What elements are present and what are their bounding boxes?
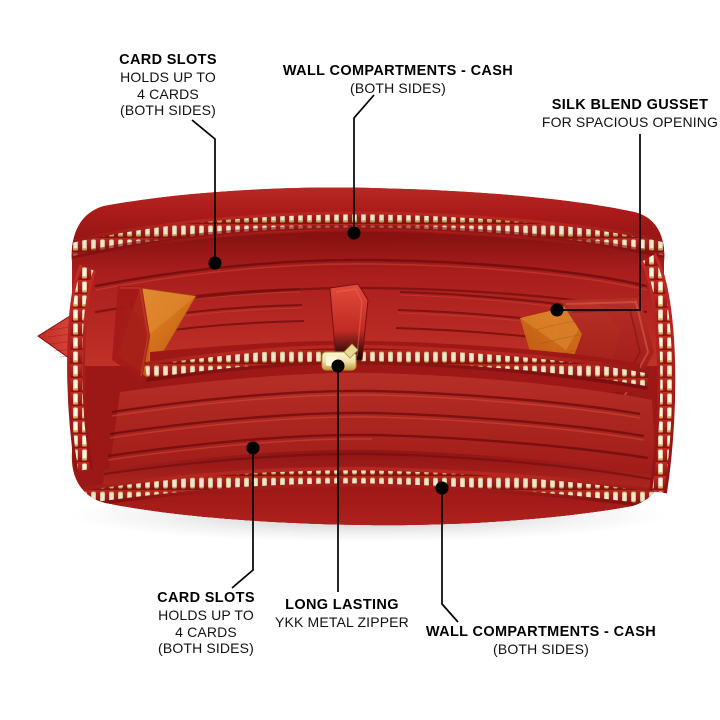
callout-title: WALL COMPARTMENTS - CASH [282,63,514,79]
callout-line: (BOTH SIDES) [120,102,216,119]
callout-line: 4 CARDS [137,85,199,102]
callout-title: CARD SLOTS [157,590,255,606]
zipper-middle [144,344,650,390]
callout-title: SILK BLEND GUSSET [551,97,709,113]
callout-line: FOR SPACIOUS OPENING [541,114,719,131]
callout-card-slots-top: CARD SLOTS HOLDS UP TO 4 CARDS (BOTH SID… [119,52,217,119]
callout-long-lasting-ykk-zipper: LONG LASTING YKK METAL ZIPPER [275,597,409,631]
callout-line: YKK METAL ZIPPER [275,614,409,631]
callout-title: WALL COMPARTMENTS - CASH [425,624,657,640]
zipper-bottom [76,466,665,512]
callout-line: (BOTH SIDES) [493,641,589,658]
callout-line: HOLDS UP TO [120,69,216,86]
callout-silk-blend-gusset: SILK BLEND GUSSET FOR SPACIOUS OPENING [542,97,718,131]
outer-shell-bottom [80,481,665,526]
callout-title: CARD SLOTS [119,52,217,68]
callout-line: (BOTH SIDES) [350,80,446,97]
callout-title: LONG LASTING [285,597,399,613]
card-slots-lower-right [371,389,649,460]
callout-line: 4 CARDS [175,623,237,640]
zipper-left-edge [67,264,97,472]
silk-gusset-left [112,286,197,380]
callout-wall-compartments-cash-bottom: WALL COMPARTMENTS - CASH (BOTH SIDES) [426,624,656,658]
card-slots-lower-left [107,389,373,461]
callout-card-slots-bottom: CARD SLOTS HOLDS UP TO 4 CARDS (BOTH SID… [157,590,255,657]
callout-line: HOLDS UP TO [158,607,254,624]
top-fold-shadow [300,229,436,245]
callout-line: (BOTH SIDES) [158,640,254,657]
zipper-right-edge [639,253,676,494]
callout-wall-compartments-cash-top: WALL COMPARTMENTS - CASH (BOTH SIDES) [283,63,513,97]
